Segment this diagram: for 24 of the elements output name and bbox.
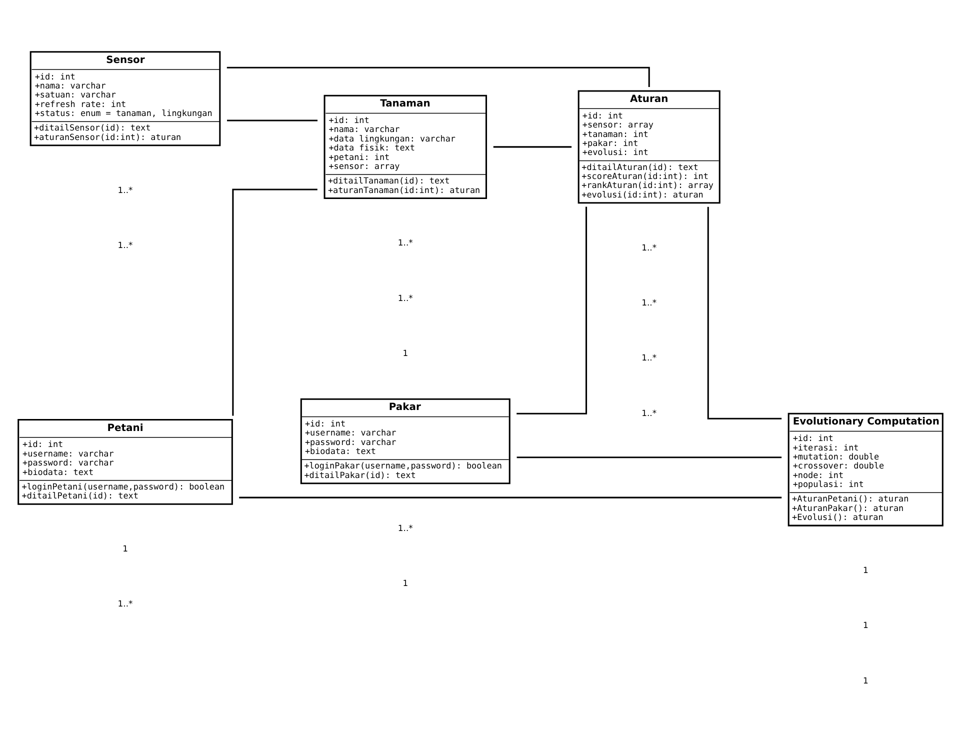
label: 1..* bbox=[642, 407, 657, 418]
label: 1..* bbox=[118, 184, 133, 194]
connector bbox=[239, 496, 782, 498]
connector bbox=[226, 119, 318, 121]
label: 1..* bbox=[398, 237, 413, 248]
label: 1 bbox=[402, 348, 408, 358]
connector bbox=[232, 188, 318, 416]
label: 1 bbox=[862, 674, 868, 685]
label: 1..* bbox=[118, 239, 133, 250]
label: 1 bbox=[862, 564, 868, 574]
label: 1..* bbox=[118, 598, 133, 608]
label: 1 bbox=[402, 577, 408, 588]
label: 1..* bbox=[398, 522, 413, 532]
connector bbox=[516, 456, 782, 458]
connector bbox=[516, 206, 588, 414]
label: 1..* bbox=[642, 352, 657, 362]
label: 1 bbox=[122, 542, 128, 553]
connector bbox=[493, 146, 572, 148]
connector bbox=[707, 206, 782, 419]
connector bbox=[226, 66, 650, 87]
label: 1..* bbox=[642, 296, 657, 307]
label: 1 bbox=[862, 620, 868, 630]
label: 1..* bbox=[398, 292, 413, 302]
label: 1..* bbox=[642, 242, 657, 252]
